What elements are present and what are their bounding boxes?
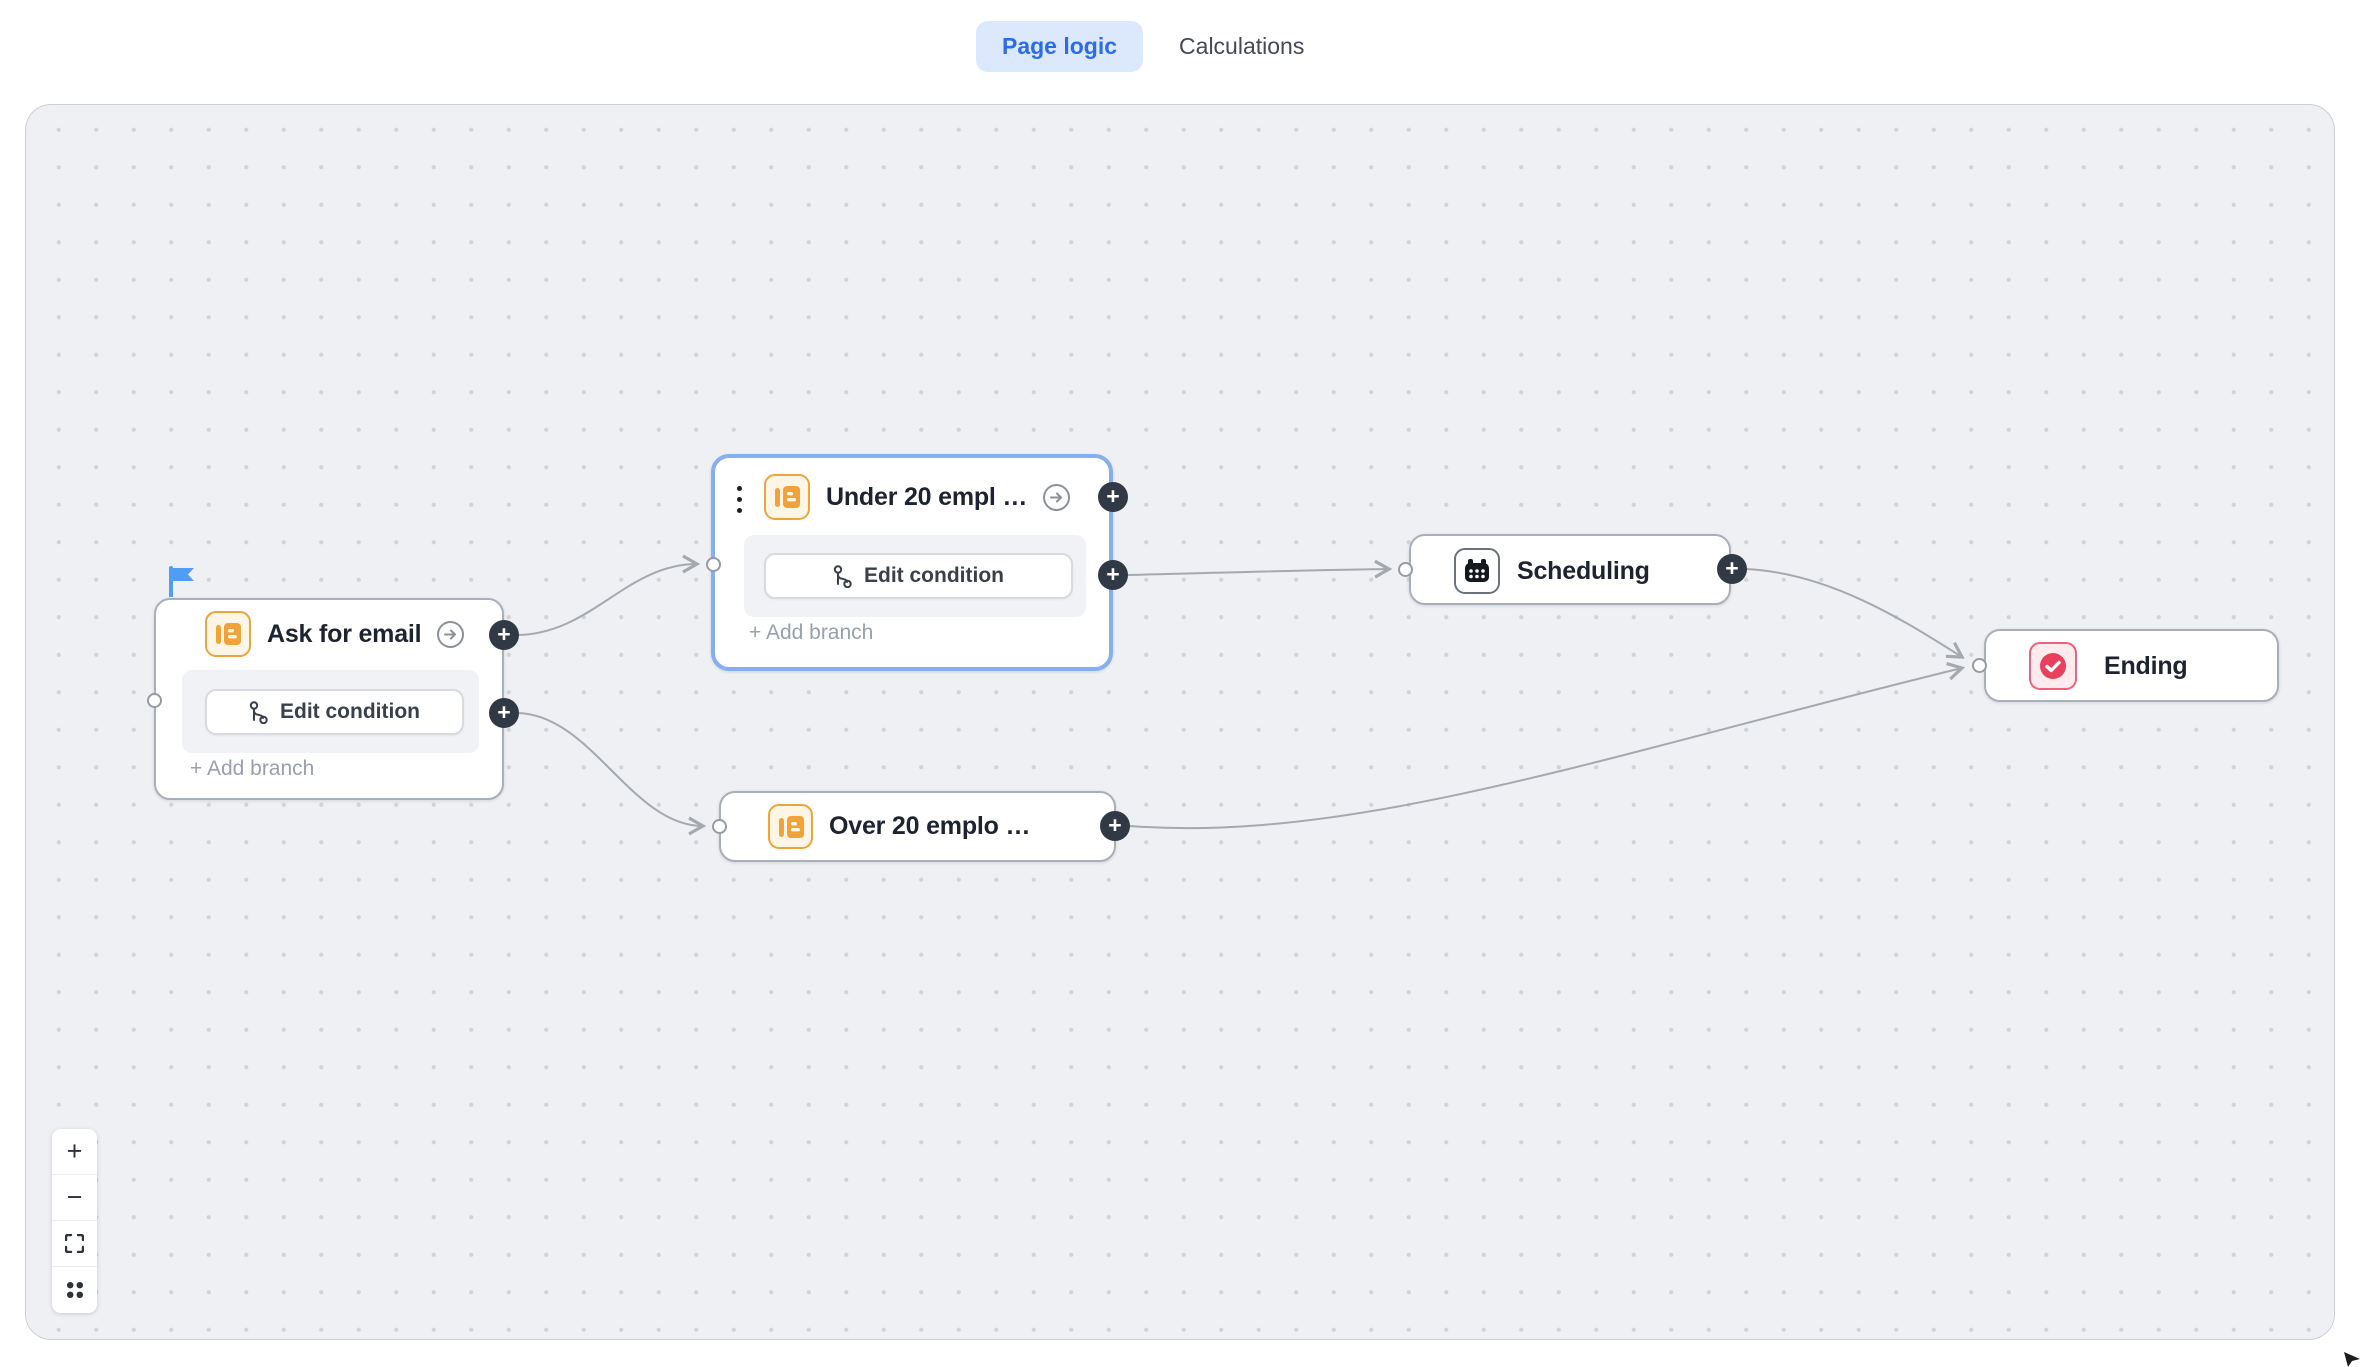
branch-condition-icon (249, 700, 268, 724)
edit-condition-button[interactable]: Edit condition (764, 553, 1073, 599)
add-node-button[interactable]: + (1717, 554, 1747, 584)
minimap-grid-button[interactable] (52, 1267, 97, 1313)
edit-condition-label: Edit condition (864, 564, 1004, 587)
arrow-right-circle-icon[interactable] (437, 620, 465, 648)
ending-check-icon (2029, 642, 2077, 690)
view-tabs: Page logic Calculations (976, 21, 1308, 72)
node-title: Scheduling (1517, 556, 1650, 585)
node-title: Ending (2104, 651, 2188, 680)
minimap-grid-icon (66, 1282, 83, 1298)
branch-condition-icon (833, 564, 852, 588)
add-node-button[interactable]: + (489, 620, 519, 650)
node-under-20-employees[interactable]: Under 20 empl … Edit condition + Add bra… (711, 454, 1113, 671)
edit-condition-label: Edit condition (280, 700, 420, 723)
fit-view-button[interactable] (52, 1221, 97, 1267)
top-tab-bar: Page logic Calculations (0, 0, 2360, 103)
kebab-menu-icon[interactable] (737, 486, 742, 513)
wire-ask-to-under20 (515, 554, 701, 636)
node-title: Over 20 emplo … (829, 812, 1031, 840)
input-port[interactable] (147, 693, 162, 708)
wire-scheduling-to-ending (1745, 568, 1965, 659)
node-scheduling[interactable]: Scheduling (1409, 534, 1731, 605)
fit-view-icon (65, 1234, 84, 1253)
wire-over20-to-ending (1128, 662, 1966, 830)
zoom-out-button[interactable]: − (52, 1175, 97, 1221)
node-ask-for-email[interactable]: Ask for email Edit condition + Add branc… (154, 598, 504, 800)
node-over-20-employees[interactable]: Over 20 emplo … (719, 791, 1116, 862)
canvas-zoom-controls: + − (52, 1129, 97, 1313)
form-condition-icon (768, 804, 813, 849)
node-ending[interactable]: Ending (1984, 629, 2279, 702)
input-port[interactable] (706, 557, 721, 572)
zoom-in-button[interactable]: + (52, 1129, 97, 1175)
add-node-button[interactable]: + (489, 698, 519, 728)
add-node-button[interactable]: + (1098, 560, 1128, 590)
wire-under20-to-scheduling (1126, 559, 1393, 579)
input-port[interactable] (1398, 562, 1413, 577)
edit-condition-button[interactable]: Edit condition (205, 689, 464, 735)
form-condition-icon (764, 474, 810, 520)
node-title: Ask for email (267, 619, 422, 648)
start-flag-icon (167, 565, 199, 602)
add-node-button[interactable]: + (1098, 482, 1128, 512)
calendar-icon (1454, 548, 1500, 594)
form-condition-icon (205, 611, 251, 657)
add-branch-button[interactable]: + Add branch (749, 621, 874, 644)
tab-page-logic[interactable]: Page logic (976, 21, 1144, 72)
mouse-cursor (2343, 1351, 2360, 1367)
wire-ask-to-over20 (515, 712, 707, 836)
input-port[interactable] (1972, 658, 1987, 673)
arrow-right-circle-icon[interactable] (1043, 483, 1071, 511)
input-port[interactable] (712, 819, 727, 834)
add-branch-button[interactable]: + Add branch (190, 757, 315, 780)
flow-canvas[interactable]: Ask for email Edit condition + Add branc… (25, 104, 2335, 1340)
add-node-button[interactable]: + (1100, 811, 1130, 841)
node-title: Under 20 empl … (826, 482, 1028, 511)
tab-calculations[interactable]: Calculations (1179, 33, 1305, 59)
